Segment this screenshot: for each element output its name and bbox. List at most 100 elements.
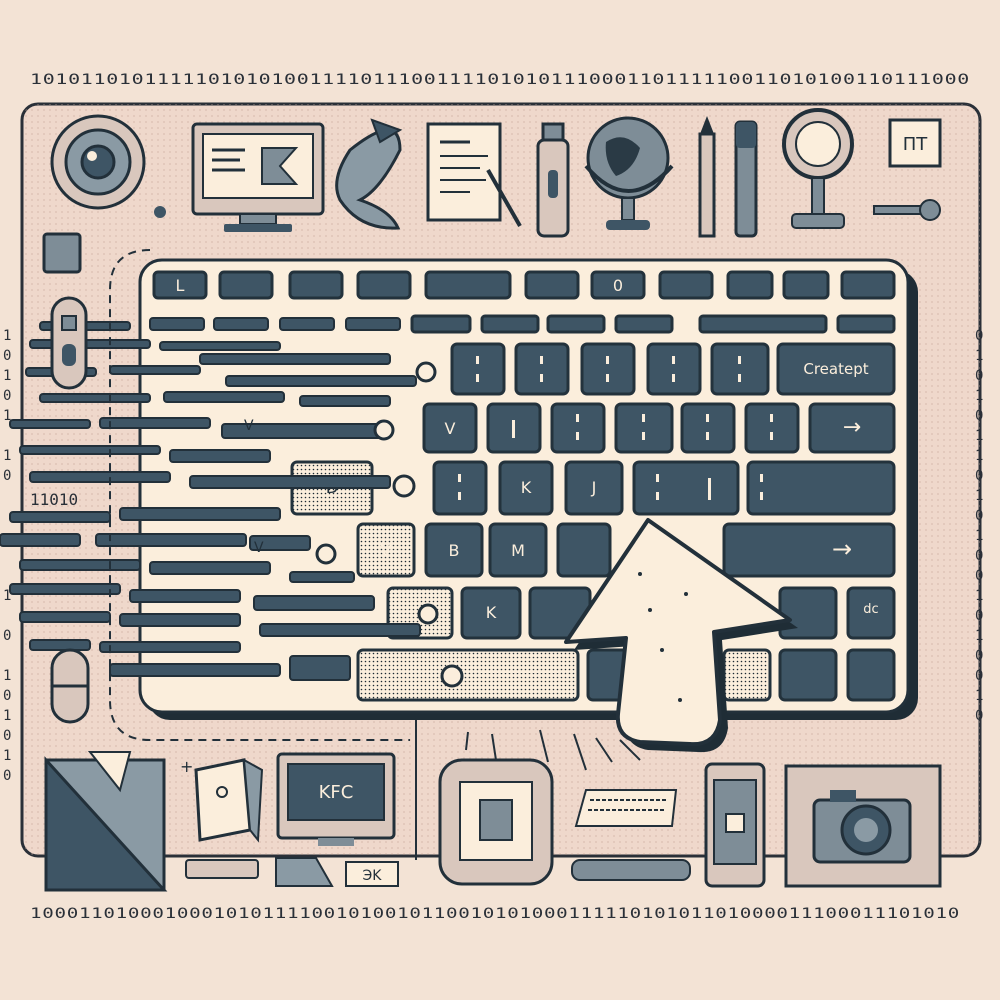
- svg-text:1: 1: [975, 448, 983, 464]
- key-row1-4[interactable]: [614, 314, 674, 334]
- magnifier-lamp-icon: [782, 108, 854, 229]
- binary-column-right: 010 101 101 010 010 100 10: [975, 328, 983, 724]
- binary-column-left: 101 011 010 101 010: [3, 328, 11, 784]
- key-v-bottom-label: V: [381, 541, 392, 560]
- document-pen-icon: [426, 122, 522, 227]
- key-fn-3[interactable]: [288, 270, 344, 300]
- key-fn-8[interactable]: [658, 270, 714, 300]
- ek-tag-label: ЭK: [363, 868, 383, 884]
- svg-text:0: 0: [975, 408, 983, 424]
- top-badge-icon: ПТ: [888, 118, 942, 168]
- webcam-icon: [50, 114, 166, 218]
- keyboard-small-icon: [185, 859, 259, 879]
- key-tab-arrow-glyph: →: [843, 415, 861, 440]
- svg-text:1: 1: [3, 448, 11, 464]
- key-row2-2[interactable]: [514, 342, 570, 396]
- key-row2-3[interactable]: [580, 342, 636, 396]
- svg-text:0: 0: [975, 548, 983, 564]
- svg-text:1: 1: [3, 668, 11, 684]
- key-fn-9[interactable]: [726, 270, 774, 300]
- key-row6-4[interactable]: [778, 586, 838, 640]
- key-row3-3[interactable]: [550, 402, 606, 454]
- key-row4-5[interactable]: [632, 460, 740, 516]
- key-enter[interactable]: [746, 460, 896, 516]
- stray-v-1: V: [244, 418, 254, 434]
- binary-fragment: 11010: [30, 490, 78, 509]
- data-stream: [0, 317, 421, 681]
- key-b-label: B: [449, 541, 460, 560]
- key-row7-3[interactable]: [722, 648, 772, 702]
- square-button-icon: [42, 232, 82, 274]
- key-wide-creatept-label: Creatept: [803, 360, 868, 378]
- marker-icon: [734, 120, 758, 238]
- key-row1-6[interactable]: [836, 314, 896, 334]
- svg-text:0: 0: [3, 468, 11, 484]
- pencil-icon: [698, 116, 716, 238]
- key-dc[interactable]: [846, 586, 896, 640]
- key-fn-6[interactable]: [524, 270, 580, 300]
- mini-keyboard-icon: [574, 789, 678, 827]
- ek-tag-icon: ЭK: [345, 861, 399, 887]
- stray-v-2: V: [254, 540, 264, 556]
- bar-device-icon: [571, 859, 691, 881]
- key-fn-4[interactable]: [356, 270, 412, 300]
- svg-text:0: 0: [3, 388, 11, 404]
- key-row5-4[interactable]: [556, 522, 612, 578]
- connector-line: [109, 249, 410, 741]
- data-stream-nodes: [315, 361, 464, 688]
- capsule-icon: [50, 648, 90, 724]
- key-row1-3[interactable]: [546, 314, 606, 334]
- toggle-pill-icon: [50, 296, 88, 390]
- key-row1-1[interactable]: [410, 314, 472, 334]
- key-row3-5[interactable]: [680, 402, 736, 454]
- key-row7-4[interactable]: [778, 648, 838, 702]
- key-wide-creatept[interactable]: [776, 342, 896, 396]
- monitor-icon: [191, 122, 325, 232]
- key-m[interactable]: [488, 522, 548, 578]
- svg-text:0: 0: [3, 688, 11, 704]
- key-row1-2[interactable]: [480, 314, 540, 334]
- key-k-top[interactable]: [498, 460, 554, 516]
- key-row7-5[interactable]: [846, 648, 896, 702]
- key-row2-5[interactable]: [710, 342, 770, 396]
- key-fn-2[interactable]: [218, 270, 274, 300]
- key-row1-5[interactable]: [698, 314, 828, 334]
- svg-text:1: 1: [975, 348, 983, 364]
- cursor-arrow-icon: [564, 518, 798, 753]
- svg-text:1: 1: [975, 588, 983, 604]
- key-j[interactable]: [564, 460, 624, 516]
- key-k-bottom[interactable]: [460, 586, 522, 640]
- key-b[interactable]: [424, 522, 484, 578]
- key-j-label: J: [591, 478, 597, 497]
- svg-text:0: 0: [975, 608, 983, 624]
- svg-text:1: 1: [3, 328, 11, 344]
- svg-text:1: 1: [975, 488, 983, 504]
- phone-icon: [704, 762, 766, 888]
- top-badge-label: ПТ: [903, 134, 929, 155]
- key-fn-10[interactable]: [782, 270, 830, 300]
- book-icon: [194, 758, 264, 843]
- svg-text:1: 1: [3, 708, 11, 724]
- key-fn-11[interactable]: [840, 270, 896, 300]
- key-row2-4[interactable]: [646, 342, 702, 396]
- key-v-bottom[interactable]: [356, 522, 416, 578]
- key-v-top[interactable]: [422, 402, 478, 454]
- key-row2-1[interactable]: [450, 342, 506, 396]
- key-fn-7[interactable]: [590, 270, 646, 300]
- key-row4-2[interactable]: [432, 460, 488, 516]
- key-space[interactable]: [356, 648, 580, 702]
- plus-icon: +: [180, 757, 193, 776]
- svg-text:0: 0: [3, 348, 11, 364]
- key-tab-arrow[interactable]: [808, 402, 896, 454]
- light-rays: [465, 729, 641, 771]
- key-row3-6[interactable]: [744, 402, 800, 454]
- key-dc-label: dc: [863, 602, 878, 617]
- svg-text:1: 1: [3, 368, 11, 384]
- key-fn-5[interactable]: [424, 270, 512, 300]
- key-fn-1[interactable]: [152, 270, 208, 300]
- key-row3-4[interactable]: [614, 402, 674, 454]
- key-fn-1-label: L: [176, 276, 185, 295]
- key-shift-arrow[interactable]: [722, 522, 896, 578]
- svg-text:0: 0: [975, 328, 983, 344]
